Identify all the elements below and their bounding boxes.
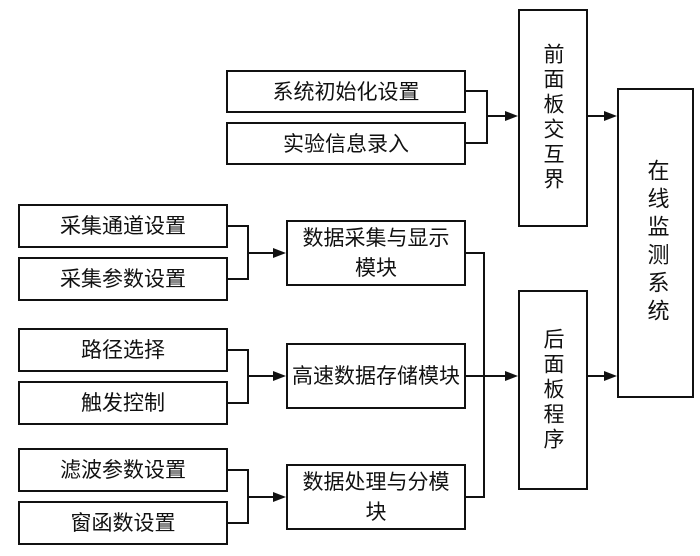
connector-filter	[228, 469, 249, 497]
box-system-init-settings: 系统初始化设置	[226, 70, 466, 113]
box-window-function-settings: 窗函数设置	[18, 501, 228, 545]
box-online-monitoring-system: 在线监测系统	[617, 88, 694, 398]
box-back-panel-program: 后面板程序	[518, 290, 588, 490]
connector-acq-channel	[228, 225, 249, 253]
box-front-panel: 前面板交互界	[518, 9, 588, 227]
box-trigger-control: 触发控制	[18, 381, 228, 425]
box-path-selection: 路径选择	[18, 328, 228, 372]
arrowhead-back-panel	[505, 371, 518, 381]
arrowhead-system-bottom	[604, 371, 617, 381]
connector-sys-init	[466, 90, 488, 116]
arrowhead-front-panel	[505, 111, 518, 121]
arrowhead-storage	[273, 371, 286, 381]
arrowhead-processing	[273, 492, 286, 502]
connector-exp-info	[466, 116, 488, 144]
arrowhead-system-top	[604, 111, 617, 121]
connector-trigger	[228, 376, 249, 404]
box-acquisition-channel-settings: 采集通道设置	[18, 204, 228, 248]
connector-acq-param	[228, 253, 249, 280]
box-data-acquisition-display-module: 数据采集与显示模块	[286, 220, 466, 286]
connector-window	[228, 497, 249, 524]
box-high-speed-storage-module: 高速数据存储模块	[286, 343, 466, 409]
box-filter-parameter-settings: 滤波参数设置	[18, 448, 228, 492]
box-data-processing-module: 数据处理与分模块	[286, 464, 466, 530]
arrowhead-acq-module	[273, 248, 286, 258]
box-acquisition-parameter-settings: 采集参数设置	[18, 257, 228, 301]
box-experiment-info-entry: 实验信息录入	[226, 122, 466, 165]
connector-path-select	[228, 349, 249, 376]
